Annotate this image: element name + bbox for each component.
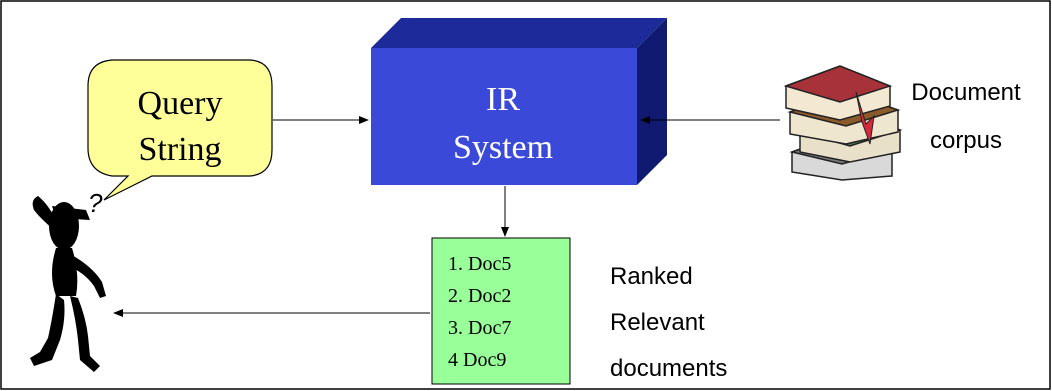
ir-system-box: IR System — [371, 18, 667, 185]
result-item: 4 Doc9 — [448, 349, 506, 371]
results-label-line1: Ranked — [610, 263, 693, 290]
result-item: 3. Doc7 — [448, 317, 511, 339]
query-speech-bubble: Query String — [87, 59, 273, 201]
book-stack-icon — [783, 65, 903, 181]
ir-box-front — [371, 48, 637, 185]
query-bubble-shape — [87, 59, 273, 201]
query-label-line1: Query — [138, 85, 223, 122]
results-label-line2: Relevant — [610, 309, 705, 336]
corpus-label-line2: corpus — [930, 127, 1002, 154]
corpus-label-line1: Document — [911, 79, 1021, 106]
ir-label-line2: System — [453, 129, 553, 166]
query-label-line2: String — [138, 131, 221, 168]
thinking-person-icon: ? — [30, 188, 106, 372]
results-label-line3: documents — [610, 355, 727, 382]
results-box-shape — [431, 237, 571, 385]
result-item: 1. Doc5 — [448, 253, 511, 275]
ranked-results-box: 1. Doc5 2. Doc2 3. Doc7 4 Doc9 — [431, 237, 571, 385]
ir-label-line1: IR — [486, 81, 520, 118]
result-item: 2. Doc2 — [448, 285, 511, 307]
question-mark: ? — [88, 188, 103, 218]
ir-box-top — [371, 18, 667, 48]
ir-box-side — [637, 18, 667, 185]
